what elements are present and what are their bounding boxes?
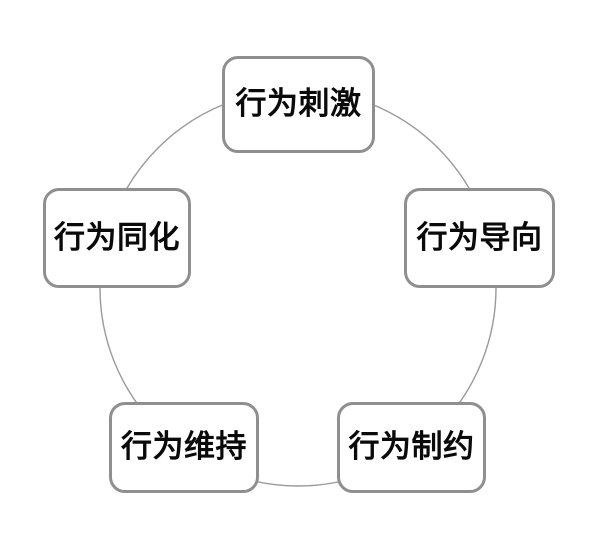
cycle-node-label: 行为刺激 [235,86,362,122]
cycle-node-behavior-maintenance[interactable]: 行为维持 [109,402,259,493]
cycle-node-label: 行为维持 [121,429,247,465]
cycle-node-label: 行为导向 [416,219,543,256]
cycle-node-behavior-guidance[interactable]: 行为导向 [404,188,555,288]
cycle-node-label: 行为同化 [54,219,180,256]
cycle-node-behavior-assimilation[interactable]: 行为同化 [43,188,191,288]
cycle-node-label: 行为制约 [348,429,475,465]
cycle-node-behavior-stimulus[interactable]: 行为刺激 [222,56,375,153]
cycle-node-behavior-restraint[interactable]: 行为制约 [337,402,486,493]
